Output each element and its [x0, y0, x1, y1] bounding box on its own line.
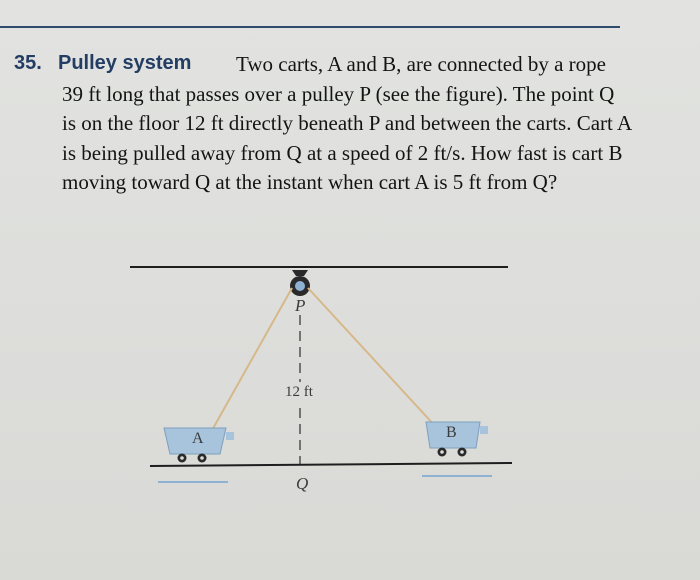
label-height: 12 ft [285, 384, 313, 400]
pulley-mount [292, 270, 308, 276]
problem-text: Two carts, A and B, are connected by a r… [62, 52, 631, 194]
label-cart-b: B [446, 424, 457, 441]
pulley-figure: P 12 ft Q A B [120, 260, 520, 500]
label-p: P [295, 296, 306, 315]
cart-b [425, 421, 488, 457]
rope-to-b [307, 287, 449, 441]
cart-a [163, 427, 234, 463]
rope-to-a [201, 287, 293, 449]
problem-number: 35. [14, 52, 42, 74]
label-q: Q [296, 474, 309, 493]
floor-line [149, 462, 513, 467]
problem-heading: Pulley system [58, 52, 192, 74]
top-rule [0, 26, 620, 28]
pulley-diagram [130, 266, 513, 483]
label-cart-a: A [192, 430, 204, 447]
